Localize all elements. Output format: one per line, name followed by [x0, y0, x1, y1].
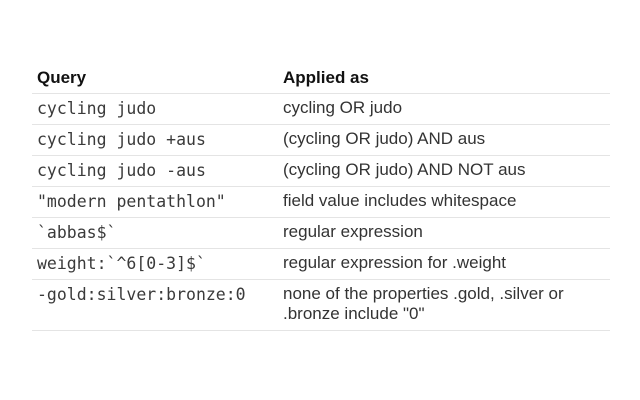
table-row: cycling judo -aus (cycling OR judo) AND …	[32, 155, 610, 187]
table-row: "modern pentathlon" field value includes…	[32, 186, 610, 218]
applied-as-cell: none of the properties .gold, .silver or…	[278, 279, 610, 331]
query-cell: "modern pentathlon"	[32, 186, 278, 218]
applied-as-cell: regular expression	[278, 217, 610, 249]
column-header-applied-as: Applied as	[278, 63, 610, 94]
table-row: `abbas$` regular expression	[32, 217, 610, 249]
table-row: cycling judo +aus (cycling OR judo) AND …	[32, 124, 610, 156]
applied-as-cell: (cycling OR judo) AND NOT aus	[278, 155, 610, 187]
applied-as-cell: (cycling OR judo) AND aus	[278, 124, 610, 156]
query-cell: weight:`^6[0-3]$`	[32, 248, 278, 280]
applied-as-cell: field value includes whitespace	[278, 186, 610, 218]
query-cell: cycling judo -aus	[32, 155, 278, 187]
query-cell: cycling judo	[32, 93, 278, 125]
table-header-row: Query Applied as	[32, 63, 610, 94]
table-row: -gold:silver:bronze:0 none of the proper…	[32, 279, 610, 331]
query-syntax-table: Query Applied as cycling judo cycling OR…	[32, 63, 610, 331]
query-cell: `abbas$`	[32, 217, 278, 249]
applied-as-cell: cycling OR judo	[278, 93, 610, 125]
table-row: weight:`^6[0-3]$` regular expression for…	[32, 248, 610, 280]
query-cell: cycling judo +aus	[32, 124, 278, 156]
column-header-query: Query	[32, 63, 278, 94]
table-row: cycling judo cycling OR judo	[32, 93, 610, 125]
applied-as-cell: regular expression for .weight	[278, 248, 610, 280]
query-cell: -gold:silver:bronze:0	[32, 279, 278, 331]
